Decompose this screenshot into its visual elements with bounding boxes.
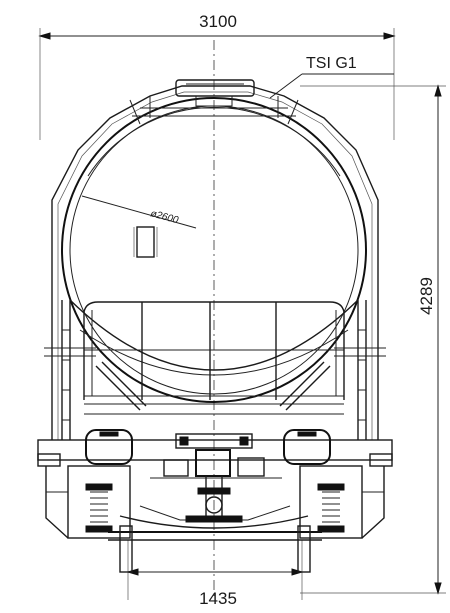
height-dimension: 4289 — [300, 84, 446, 595]
height-dimension-label: 4289 — [417, 277, 436, 315]
gauge-profile-label: TSI G1 — [306, 55, 357, 72]
gauge-dimension: 1435 — [126, 540, 304, 608]
handrail-frame — [44, 300, 386, 440]
buffers — [37, 429, 393, 467]
width-dimension-label: 3100 — [199, 12, 237, 31]
tank-plate — [136, 226, 155, 258]
bogie — [45, 465, 385, 573]
gauge-profile-callout: TSI G1 — [269, 55, 394, 99]
coupling-assembly — [150, 433, 282, 516]
tank-diameter-label: ø2600 — [149, 208, 180, 226]
loading-gauge-outline — [51, 85, 379, 440]
top-dome — [129, 79, 299, 125]
width-dimension: 3100 — [38, 12, 396, 140]
tank-diameter-callout: ø2600 — [81, 195, 197, 229]
gauge-dimension-label: 1435 — [199, 589, 237, 608]
